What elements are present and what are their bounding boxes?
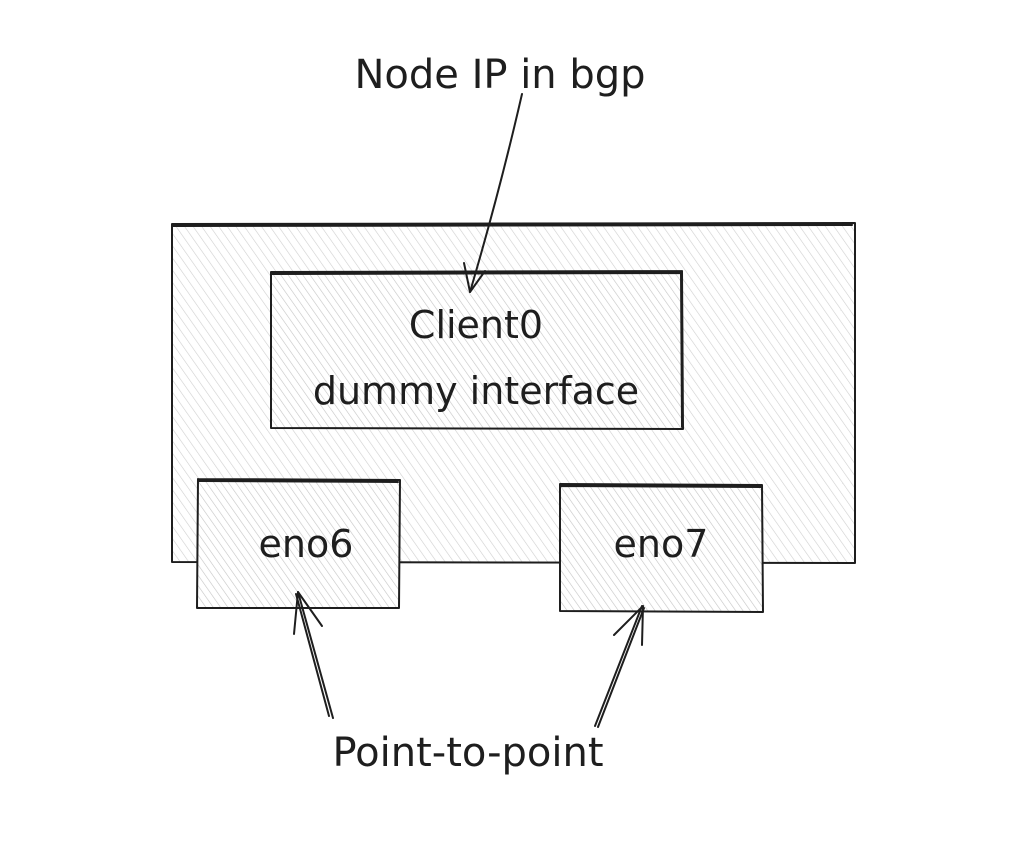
dummy-interface-type: dummy interface bbox=[313, 369, 639, 413]
point-to-point-label: Point-to-point bbox=[332, 730, 603, 776]
eno6-label: eno6 bbox=[259, 522, 354, 566]
node-ip-label: Node IP in bgp bbox=[354, 52, 645, 98]
dummy-interface-box: Client0 dummy interface bbox=[270, 270, 684, 430]
eno6-box: eno6 bbox=[196, 478, 401, 609]
arrow-to-dummy-interface bbox=[463, 93, 523, 293]
eno7-box: eno7 bbox=[559, 483, 764, 613]
arrow-to-eno7 bbox=[594, 605, 645, 728]
eno7-label: eno7 bbox=[614, 522, 709, 566]
arrow-to-eno6 bbox=[293, 591, 334, 719]
dummy-interface-name: Client0 bbox=[409, 303, 543, 347]
